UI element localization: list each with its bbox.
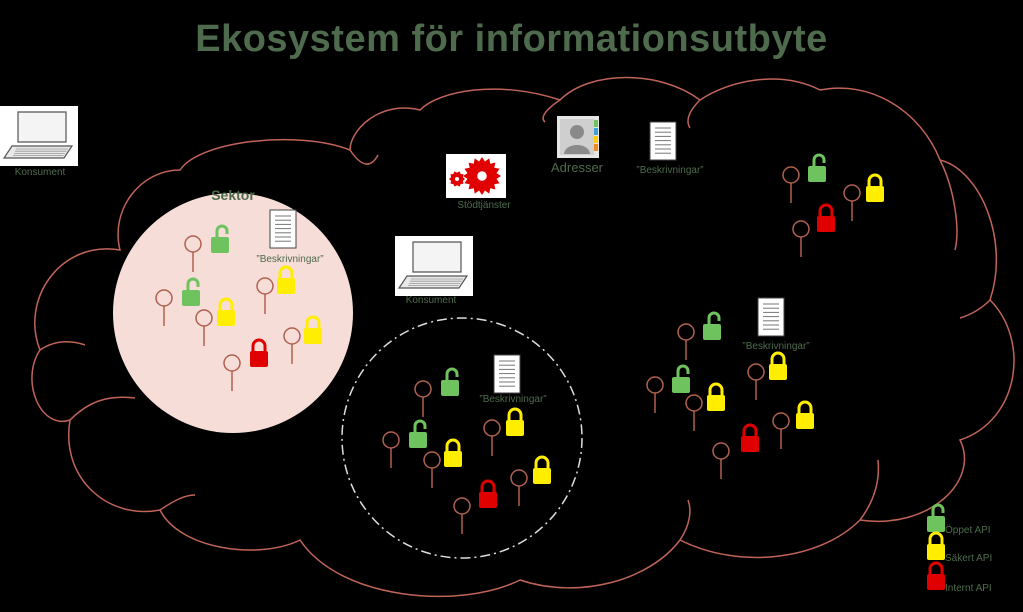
pin-icon xyxy=(453,497,471,534)
pin-icon xyxy=(184,235,202,272)
pin-icon xyxy=(155,289,173,326)
closed-padlock-icon xyxy=(769,351,787,380)
closed-padlock-icon xyxy=(927,561,945,590)
sector-label: Sektor xyxy=(211,187,255,203)
closed-padlock-icon xyxy=(250,338,268,367)
consumer-inside-label: Konsument xyxy=(406,295,457,306)
pin-icon xyxy=(792,220,810,257)
pin-icon xyxy=(646,376,664,413)
pin-icon xyxy=(283,327,301,364)
consumer-outside-label: Konsument xyxy=(15,167,66,178)
cloud-bump xyxy=(687,99,701,129)
pin-icon xyxy=(256,277,274,314)
domain-circle xyxy=(341,317,583,559)
descriptions-label-sector: ”Beskrivningar” xyxy=(256,254,323,265)
page-title: Ekosystem för informationsutbyte xyxy=(195,18,828,60)
pin-icon xyxy=(483,419,501,456)
closed-padlock-icon xyxy=(707,382,725,411)
open-padlock-icon xyxy=(211,224,229,253)
closed-padlock-icon xyxy=(533,455,551,484)
descriptions-label-right: ”Beskrivningar” xyxy=(742,341,809,352)
cloud-bump xyxy=(859,459,880,521)
document-icon xyxy=(649,121,677,161)
pin-icon xyxy=(223,354,241,391)
document-icon xyxy=(269,209,297,249)
legend xyxy=(927,503,945,590)
pin-icon xyxy=(423,451,441,488)
pin-icon xyxy=(712,442,730,479)
cloud-bump xyxy=(69,396,136,421)
pin-icon xyxy=(747,363,765,400)
legend-label-internal: Internt API xyxy=(945,583,992,594)
closed-padlock-icon xyxy=(866,173,884,202)
document-icon xyxy=(493,354,521,394)
pin-icon xyxy=(382,431,400,468)
closed-padlock-icon xyxy=(479,479,497,508)
closed-padlock-icon xyxy=(817,203,835,232)
gear-icon xyxy=(446,154,506,198)
descriptions-label-domain: ”Beskrivningar” xyxy=(479,394,546,405)
laptop-icon xyxy=(395,236,473,296)
cloud-bump xyxy=(939,159,958,251)
document-icon xyxy=(757,297,785,337)
cloud-bump xyxy=(349,149,379,165)
closed-padlock-icon xyxy=(927,531,945,560)
pin-icon xyxy=(414,380,432,417)
legend-label-open: Öppet API xyxy=(945,524,991,536)
closed-padlock-icon xyxy=(444,438,462,467)
cloud-bump xyxy=(542,99,561,123)
pin-icon xyxy=(685,394,703,431)
ecosystem-cloud xyxy=(31,76,1015,598)
closed-padlock-icon xyxy=(217,297,235,326)
laptop-icon xyxy=(0,106,78,166)
cloud-bump xyxy=(39,340,86,351)
open-padlock-icon xyxy=(182,277,200,306)
cloud-bump xyxy=(159,494,196,511)
pin-icon xyxy=(772,412,790,449)
legend-label-secure: Säkert API xyxy=(945,553,992,564)
descriptions-label-top: ”Beskrivningar” xyxy=(636,165,703,176)
pin-icon xyxy=(843,184,861,221)
open-padlock-icon xyxy=(703,311,721,340)
closed-padlock-icon xyxy=(796,400,814,429)
open-padlock-icon xyxy=(441,367,459,396)
closed-padlock-icon xyxy=(741,423,759,452)
open-padlock-icon xyxy=(927,503,945,532)
addresses-label: Adresser xyxy=(551,160,604,175)
pin-icon xyxy=(510,469,528,506)
support-label: Stödtjänster xyxy=(457,200,511,211)
pin-icon xyxy=(677,323,695,360)
open-padlock-icon xyxy=(672,364,690,393)
open-padlock-icon xyxy=(808,153,826,182)
cloud-bump xyxy=(679,499,691,541)
pin-icon xyxy=(782,166,800,203)
closed-padlock-icon xyxy=(304,315,322,344)
cloud-bump xyxy=(959,299,991,319)
closed-padlock-icon xyxy=(506,407,524,436)
pin-icon xyxy=(195,309,213,346)
open-padlock-icon xyxy=(409,419,427,448)
closed-padlock-icon xyxy=(277,265,295,294)
address-book-icon xyxy=(557,116,599,158)
